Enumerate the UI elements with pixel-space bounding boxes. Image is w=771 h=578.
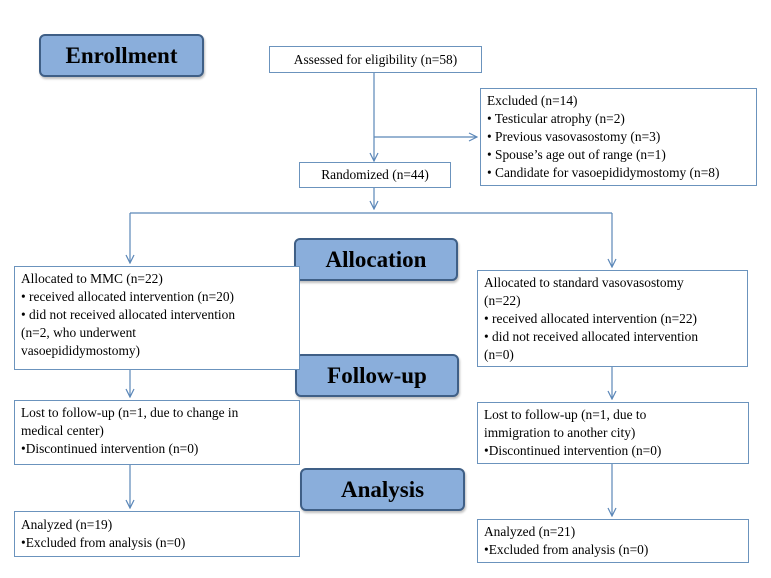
stage-followup: Follow-up [295, 354, 459, 397]
right-analysis-box: Analyzed (n=21) •Excluded from analysis … [477, 519, 749, 563]
right-allocation-line: • received allocated intervention (n=22) [484, 311, 698, 326]
right-followup-line: •Discontinued intervention (n=0) [484, 443, 662, 458]
right-allocation-line: • did not received allocated interventio… [484, 329, 699, 344]
randomized-box: Randomized (n=44) [299, 162, 451, 188]
left-allocation-line: vasoepididymostomy) [21, 343, 141, 358]
stage-enrollment: Enrollment [39, 34, 204, 77]
left-analysis-line: Analyzed (n=19) [21, 517, 113, 532]
right-followup-line: Lost to follow-up (n=1, due to [484, 407, 647, 422]
stage-analysis: Analysis [300, 468, 465, 511]
right-followup-box: Lost to follow-up (n=1, due to immigrati… [477, 402, 749, 464]
stage-allocation: Allocation [294, 238, 458, 281]
right-allocation-line: Allocated to standard vasovasostomy [484, 275, 684, 290]
excluded-item: • Spouse’s age out of range (n=1) [487, 147, 666, 162]
excluded-item: • Previous vasovasostomy (n=3) [487, 129, 661, 144]
left-allocation-line: Allocated to MMC (n=22) [21, 271, 163, 286]
left-allocation-box: Allocated to MMC (n=22) • received alloc… [14, 266, 300, 370]
right-allocation-line: (n=22) [484, 293, 521, 308]
right-analysis-line: Analyzed (n=21) [484, 524, 576, 539]
left-analysis-box: Analyzed (n=19) •Excluded from analysis … [14, 511, 300, 557]
excluded-item: • Testicular atrophy (n=2) [487, 111, 625, 126]
right-allocation-box: Allocated to standard vasovasostomy (n=2… [477, 270, 748, 367]
assessed-box: Assessed for eligibility (n=58) [269, 46, 482, 73]
randomized-text: Randomized (n=44) [321, 167, 429, 182]
right-allocation-line: (n=0) [484, 347, 514, 362]
assessed-text: Assessed for eligibility (n=58) [293, 52, 458, 67]
left-allocation-line: • received allocated intervention (n=20) [21, 289, 235, 304]
excluded-item: • Candidate for vasoepididymostomy (n=8) [487, 165, 720, 180]
left-followup-line: medical center) [21, 423, 104, 438]
right-followup-line: immigration to another city) [484, 425, 636, 440]
left-followup-box: Lost to follow-up (n=1, due to change in… [14, 400, 300, 465]
right-analysis-line: •Excluded from analysis (n=0) [484, 542, 649, 557]
excluded-title: Excluded (n=14) [487, 93, 578, 108]
left-allocation-line: • did not received allocated interventio… [21, 307, 236, 322]
left-followup-line: •Discontinued intervention (n=0) [21, 441, 199, 456]
excluded-box: Excluded (n=14) • Testicular atrophy (n=… [480, 88, 757, 186]
left-allocation-line: (n=2, who underwent [21, 325, 137, 340]
left-followup-line: Lost to follow-up (n=1, due to change in [21, 405, 239, 420]
left-analysis-line: •Excluded from analysis (n=0) [21, 535, 186, 550]
